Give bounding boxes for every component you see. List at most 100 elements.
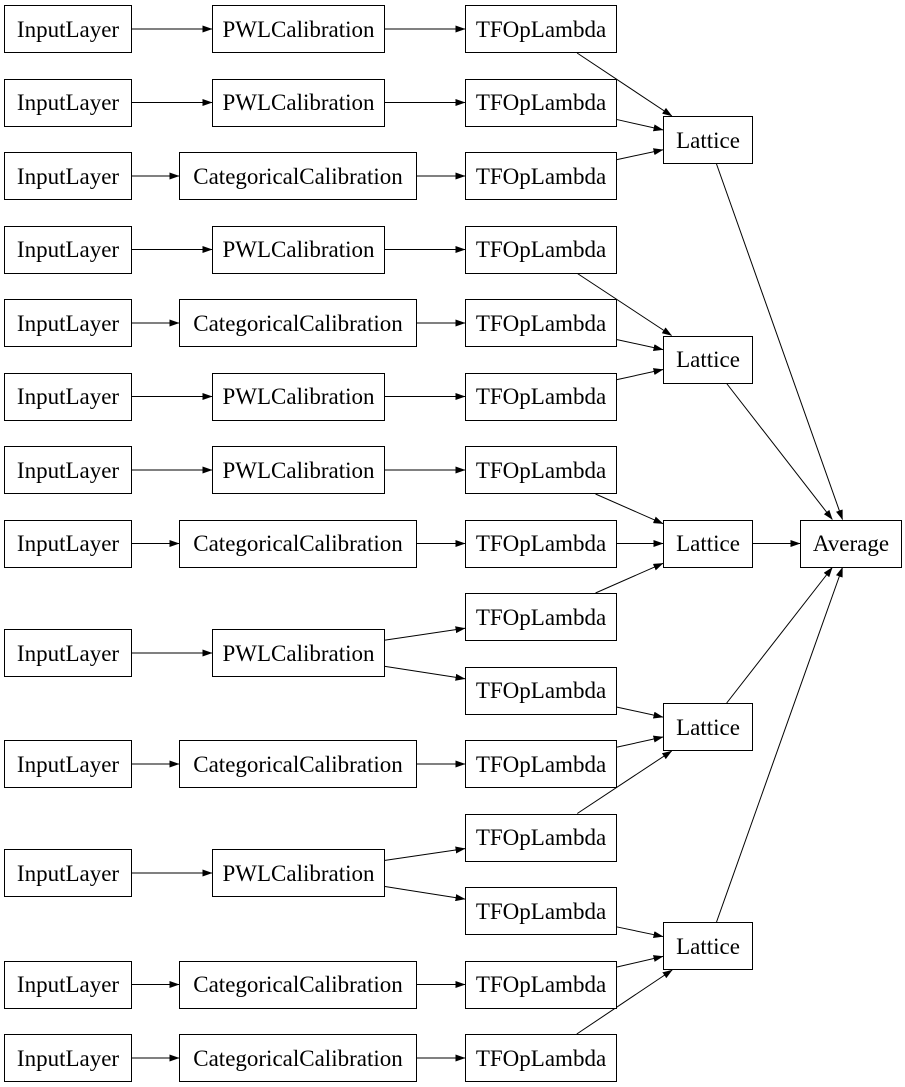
- node-lattice-3: Lattice: [663, 519, 753, 568]
- node-label: TFOpLambda: [475, 678, 607, 703]
- node-label: TFOpLambda: [475, 604, 607, 630]
- node-tfop-lambda-7: TFOpLambda: [465, 446, 617, 494]
- edge-pwl-calibration-7-to-tfop-lambda-13: [384, 886, 466, 902]
- node-tfop-lambda-15: TFOpLambda: [465, 1034, 617, 1082]
- node-tfop-lambda-14: TFOpLambda: [465, 960, 617, 1009]
- node-label: Lattice: [676, 714, 740, 740]
- edge-tfop-lambda-4-to-lattice-2: [577, 273, 672, 336]
- node-label: InputLayer: [16, 310, 120, 336]
- node-label: Lattice: [676, 347, 740, 372]
- node-label: InputLayer: [16, 972, 120, 997]
- node-label: PWLCalibration: [222, 16, 375, 42]
- node-label: TFOpLambda: [475, 898, 607, 924]
- edge-tfop-lambda-15-to-lattice-5: [576, 969, 673, 1035]
- edge-lattice-2-to-average: [726, 383, 833, 520]
- node-lattice-5: Lattice: [663, 922, 753, 970]
- node-label: PWLCalibration: [222, 860, 375, 886]
- node-label: CategoricalCalibration: [193, 531, 403, 556]
- node-label: CategoricalCalibration: [193, 310, 403, 336]
- node-tfop-lambda-2: TFOpLambda: [465, 78, 617, 127]
- node-pwl-calibration-3: PWLCalibration: [212, 225, 385, 274]
- node-pwl-calibration-4: PWLCalibration: [212, 372, 385, 421]
- edge-lattice-5-to-average: [716, 567, 843, 923]
- node-pwl-calibration-2: PWLCalibration: [212, 78, 385, 127]
- node-input-layer-10: InputLayer: [4, 740, 132, 788]
- node-pwl-calibration-5: PWLCalibration: [212, 446, 385, 494]
- node-label: InputLayer: [16, 1045, 120, 1071]
- edge-tfop-lambda-2-to-lattice-1: [616, 119, 664, 132]
- node-label: InputLayer: [16, 237, 120, 262]
- node-input-layer-2: InputLayer: [4, 78, 132, 127]
- node-label: InputLayer: [16, 640, 120, 666]
- node-label: InputLayer: [16, 384, 120, 409]
- node-categorical-calibration-4: CategoricalCalibration: [179, 740, 417, 788]
- node-label: InputLayer: [16, 457, 120, 483]
- node-label: Lattice: [676, 933, 740, 959]
- node-label: TFOpLambda: [475, 237, 607, 262]
- node-input-layer-12: InputLayer: [4, 960, 132, 1009]
- node-label: TFOpLambda: [475, 310, 607, 336]
- edge-pwl-calibration-6-to-tfop-lambda-10: [384, 665, 466, 681]
- edge-tfop-lambda-10-to-lattice-4: [616, 706, 664, 719]
- node-label: InputLayer: [16, 90, 120, 115]
- node-tfop-lambda-8: TFOpLambda: [465, 519, 617, 568]
- edge-pwl-calibration-6-to-tfop-lambda-9: [384, 626, 466, 641]
- node-input-layer-1: InputLayer: [4, 5, 132, 53]
- node-label: TFOpLambda: [475, 972, 607, 997]
- node-label: CategoricalCalibration: [193, 1045, 403, 1071]
- edge-tfop-lambda-6-to-lattice-2: [616, 368, 664, 381]
- edge-group: [132, 25, 843, 1062]
- node-label: TFOpLambda: [475, 16, 607, 42]
- node-label: TFOpLambda: [475, 457, 607, 483]
- node-input-layer-5: InputLayer: [4, 299, 132, 347]
- node-tfop-lambda-11: TFOpLambda: [465, 740, 617, 788]
- edge-tfop-lambda-12-to-lattice-4: [576, 750, 673, 814]
- node-label: InputLayer: [16, 163, 120, 189]
- node-categorical-calibration-6: CategoricalCalibration: [179, 1034, 417, 1082]
- node-label: TFOpLambda: [475, 1045, 607, 1071]
- edge-tfop-lambda-5-to-lattice-2: [616, 339, 664, 352]
- node-label: TFOpLambda: [475, 825, 607, 850]
- edge-pwl-calibration-7-to-tfop-lambda-12: [384, 846, 466, 861]
- node-label: Lattice: [676, 531, 740, 556]
- node-categorical-calibration-1: CategoricalCalibration: [179, 152, 417, 200]
- node-tfop-lambda-12: TFOpLambda: [465, 813, 617, 862]
- node-label: Lattice: [676, 127, 740, 153]
- node-categorical-calibration-3: CategoricalCalibration: [179, 519, 417, 568]
- node-tfop-lambda-3: TFOpLambda: [465, 152, 617, 200]
- node-label: PWLCalibration: [222, 237, 375, 262]
- edge-tfop-lambda-11-to-lattice-4: [616, 735, 664, 748]
- node-tfop-lambda-9: TFOpLambda: [465, 593, 617, 641]
- node-tfop-lambda-1: TFOpLambda: [465, 5, 617, 53]
- node-label: TFOpLambda: [475, 384, 607, 409]
- node-label: TFOpLambda: [475, 531, 607, 556]
- edge-tfop-lambda-1-to-lattice-1: [576, 52, 673, 117]
- edge-tfop-lambda-13-to-lattice-5: [616, 926, 664, 939]
- node-label: TFOpLambda: [475, 90, 607, 115]
- node-label: InputLayer: [16, 751, 120, 777]
- node-pwl-calibration-7: PWLCalibration: [212, 849, 385, 897]
- node-pwl-calibration-1: PWLCalibration: [212, 5, 385, 53]
- node-input-layer-8: InputLayer: [4, 519, 132, 568]
- node-tfop-lambda-13: TFOpLambda: [465, 887, 617, 935]
- node-tfop-lambda-6: TFOpLambda: [465, 372, 617, 421]
- edge-tfop-lambda-14-to-lattice-5: [616, 955, 664, 968]
- node-label: CategoricalCalibration: [193, 751, 403, 777]
- node-pwl-calibration-6: PWLCalibration: [212, 629, 385, 677]
- node-lattice-4: Lattice: [663, 703, 753, 751]
- node-lattice-1: Lattice: [663, 116, 753, 164]
- node-label: InputLayer: [16, 531, 120, 556]
- node-label: PWLCalibration: [222, 90, 375, 115]
- node-label: CategoricalCalibration: [193, 972, 403, 997]
- node-label: CategoricalCalibration: [193, 163, 403, 189]
- node-input-layer-4: InputLayer: [4, 225, 132, 274]
- node-lattice-2: Lattice: [663, 335, 753, 384]
- node-categorical-calibration-2: CategoricalCalibration: [179, 299, 417, 347]
- node-tfop-lambda-4: TFOpLambda: [465, 225, 617, 274]
- node-label: InputLayer: [16, 16, 120, 42]
- node-input-layer-11: InputLayer: [4, 849, 132, 897]
- node-categorical-calibration-5: CategoricalCalibration: [179, 960, 417, 1009]
- node-label: TFOpLambda: [475, 163, 607, 189]
